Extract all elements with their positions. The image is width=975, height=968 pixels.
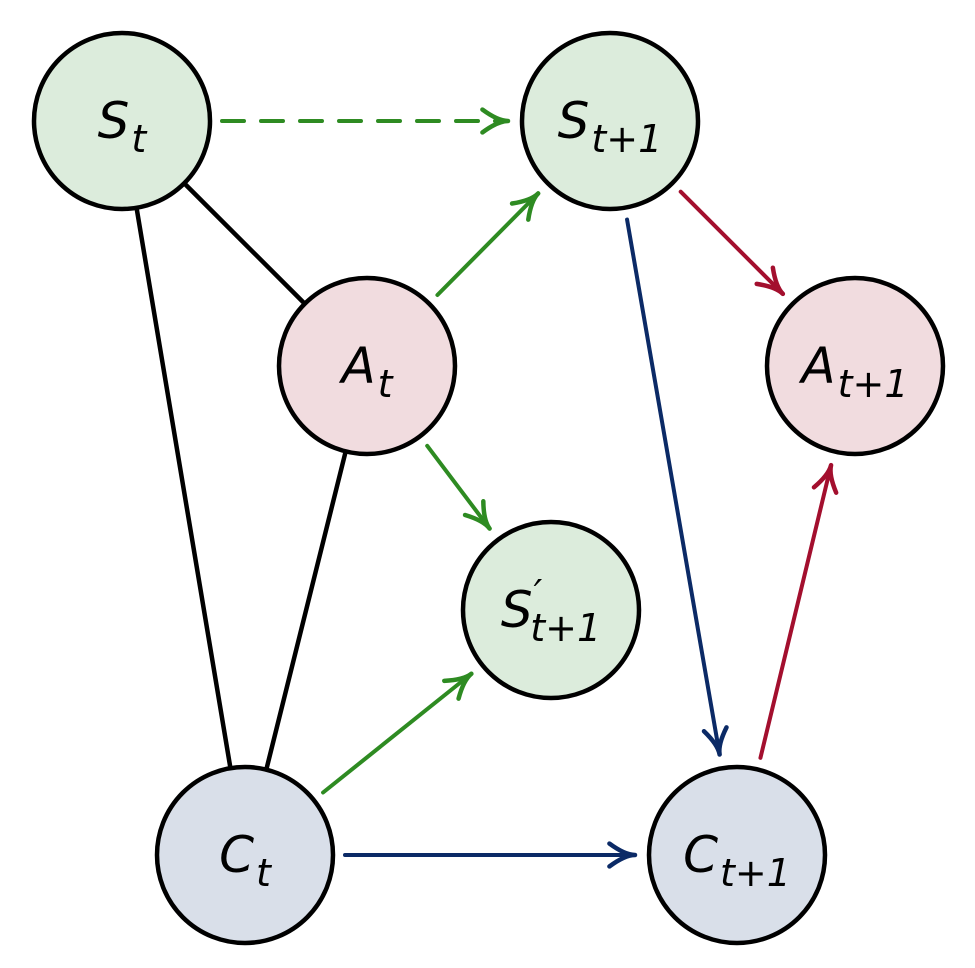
node-s-prime-t-plus-1-label-sub: t+1 [530,606,601,650]
node-s-t-plus-1: St+1 [519,30,701,212]
edge-c-t-to-sp-t1-line [321,671,474,795]
node-s-t-label: St [98,92,149,161]
edge-a-t-to-s-t1-arrowhead [509,191,541,222]
node-c-t: Ct [154,764,336,946]
node-s-prime-t-plus-1-label: S′t+1 [501,572,601,650]
node-s-prime-t-plus-1-circle [460,519,642,701]
edge-a-t-to-s-t1 [435,191,541,298]
node-c-t-label-main: C [219,826,254,884]
edge-a-t-to-s-t1-line [435,191,541,298]
edge-s-t-to-s-t1 [220,107,511,135]
node-c-t-label-sub: t [256,851,273,895]
node-s-t-plus-1-circle [519,30,701,212]
edge-c-t-to-c-t1-arrowhead [607,841,638,869]
edge-a-t-to-c-t [264,449,348,772]
node-a-t-plus-1-label-main: A [798,337,835,395]
node-c-t-label: Ct [219,826,273,895]
node-a-t-plus-1-label: At+1 [798,337,908,406]
edge-s-t-to-a-t-line [181,180,308,307]
edge-a-t-to-c-t-line [264,449,348,772]
edge-c-t-to-sp-t1-arrowhead [442,671,474,701]
edge-s-t1-to-a-t1 [678,189,786,297]
edge-s-t1-to-c-t1-arrowhead [701,725,729,757]
edge-a-t-to-sp-t1-arrowhead [462,499,492,531]
node-s-t: St [31,30,213,212]
edge-s-t1-to-c-t1 [625,217,729,757]
edge-c-t1-to-a-t1 [758,462,839,760]
node-s-t-circle [31,30,213,212]
node-a-t: At [276,275,458,457]
node-s-t-label-main: S [98,92,130,150]
node-s-prime-t-plus-1: S′t+1 [460,519,642,701]
node-a-t-plus-1-circle [764,275,946,457]
edge-s-t-to-s-t1-arrowhead [480,107,511,135]
edge-s-t-to-a-t [181,180,308,307]
edge-s-t1-to-c-t1-line [625,217,722,757]
node-c-t-plus-1: Ct+1 [646,764,828,946]
edge-s-t-to-c-t-line [134,205,233,771]
edge-c-t-to-c-t1 [343,841,638,869]
node-c-t-plus-1-circle [646,764,828,946]
node-a-t-plus-1-label-sub: t+1 [838,362,909,406]
node-a-t-label-main: A [338,337,375,395]
node-a-t-label-sub: t [378,362,395,406]
node-c-t-plus-1-label: Ct+1 [683,826,791,895]
edge-s-t-to-c-t [134,205,233,771]
edge-c-t-to-sp-t1 [321,671,474,795]
edge-c-t1-to-a-t1-arrowhead [811,462,839,495]
edge-a-t-to-sp-t1 [425,443,492,531]
node-a-t-plus-1: At+1 [764,275,946,457]
node-s-t-label-sub: t [131,117,148,161]
node-a-t-label: At [338,337,394,406]
node-s-prime-t-plus-1-label-main: S [501,581,533,639]
node-c-t-plus-1-label-sub: t+1 [720,851,791,895]
edge-s-t1-to-a-t1-arrowhead [754,265,786,297]
node-c-t-plus-1-label-main: C [683,826,718,884]
node-s-t-plus-1-label-main: S [558,92,590,150]
edge-s-t1-to-a-t1-line [678,189,785,296]
node-c-t-circle [154,764,336,946]
node-a-t-circle [276,275,458,457]
node-s-t-plus-1-label: St+1 [558,92,663,161]
node-s-prime-t-plus-1-label-prime: ′ [534,572,543,616]
edge-c-t1-to-a-t1-line [758,463,834,760]
edge-a-t-to-sp-t1-line [425,443,492,531]
edges-layer [134,107,839,869]
node-s-t-plus-1-label-sub: t+1 [591,117,662,161]
